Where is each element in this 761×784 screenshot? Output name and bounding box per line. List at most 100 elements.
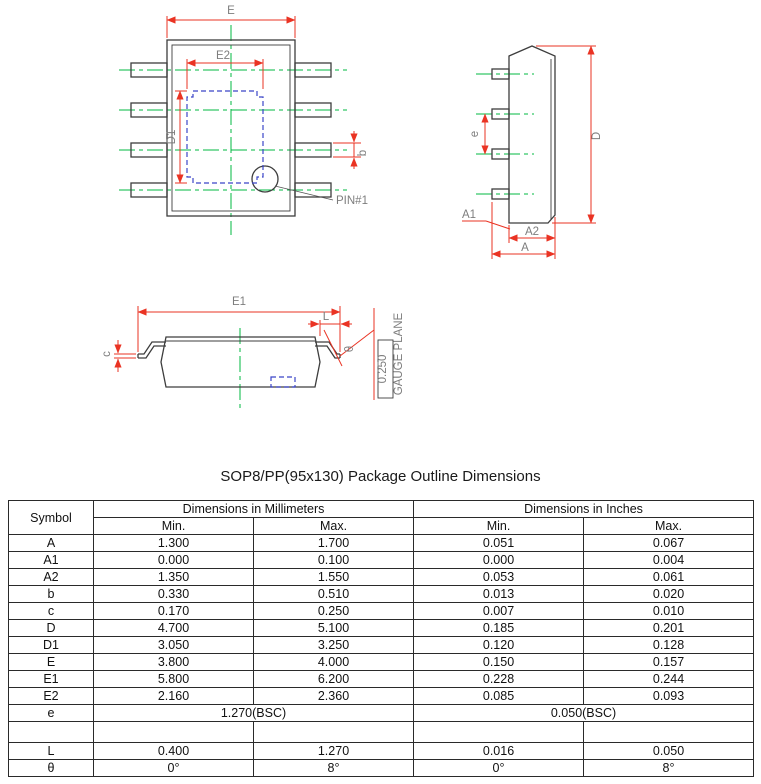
package-body [508,45,556,224]
cell-mm-bsc: 1.270(BSC) [92,704,415,722]
cell-mm-max: 6.200 [252,670,415,688]
dim-label-e-pitch: e [469,131,481,137]
cell-mm-min: 3.050 [93,636,254,654]
cell-in-max: 0.061 [583,568,755,586]
dimensions-table: Symbol Dimensions in Millimeters Dimensi… [8,500,755,777]
cell-mm-min: 0.170 [93,602,254,620]
header-mm-max: Max. [252,517,415,535]
cell-in-min: 0.016 [413,742,585,760]
package-leads [137,341,341,359]
cell-in-min: 0.085 [413,687,585,705]
cell-in-min: 0.185 [413,619,585,637]
cell-mm-min: 0.000 [93,551,254,569]
dim-label-theta: θ [344,346,356,352]
table-row: D1 3.050 3.250 0.120 0.128 [8,636,755,654]
table-row: D 4.700 5.100 0.185 0.201 [8,619,755,637]
dimension-lines [462,45,596,259]
cell-mm-max: 3.250 [252,636,415,654]
cell-symbol: A [8,534,94,552]
cell-mm-max: 5.100 [252,619,415,637]
dim-label-e1: E1 [232,296,246,308]
cell-symbol: A2 [8,568,94,586]
cell-mm-max: 1.270 [252,742,415,760]
dim-label-e-top: E [227,5,235,17]
package-body [160,336,321,388]
cell-in-max: 0.128 [583,636,755,654]
cell-mm-max: 1.550 [252,568,415,586]
cell-mm-min: 0° [93,759,254,777]
spacer-cell [413,721,585,743]
dim-label-e2: E2 [216,50,230,62]
header-in-max: Max. [583,517,755,535]
cell-in-max: 0.004 [583,551,755,569]
dim-label-d1: D1 [166,130,178,145]
cell-in-min: 0.051 [413,534,585,552]
cell-symbol: L [8,742,94,760]
cell-in-min: 0.013 [413,585,585,603]
cell-in-min: 0.007 [413,602,585,620]
exposed-pad-outline [270,376,296,388]
gauge-value-label: 0.250 [377,355,389,384]
spacer-cell [93,721,254,743]
cell-mm-max: 2.360 [252,687,415,705]
header-mm: Dimensions in Millimeters [92,500,415,518]
cell-mm-min: 5.800 [93,670,254,688]
cell-symbol: D [8,619,94,637]
cell-mm-max: 1.700 [252,534,415,552]
cell-in-max: 0.050 [583,742,755,760]
dimension-lines [166,16,361,184]
cell-in-min: 0.150 [413,653,585,671]
table-row: E 3.800 4.000 0.150 0.157 [8,653,755,671]
pin1-label: PIN#1 [336,195,368,207]
spacer-cell [583,721,755,743]
gauge-value-box [377,339,394,399]
cell-mm-min: 0.400 [93,742,254,760]
spacer-cell [252,721,415,743]
dim-label-d: D [591,132,603,140]
header-mm-min: Min. [93,517,254,535]
cell-in-max: 0.067 [583,534,755,552]
table-row: E2 2.160 2.360 0.085 0.093 [8,687,755,705]
cell-symbol: E [8,653,94,671]
pin1-leader-line [274,185,334,201]
exposed-pad-outline [186,90,264,184]
package-body [166,39,296,217]
dim-label-a: A [521,242,529,254]
pin1-marker [251,165,279,193]
table-row: E1 5.800 6.200 0.228 0.244 [8,670,755,688]
cell-in-max: 0.244 [583,670,755,688]
cell-mm-min: 1.350 [93,568,254,586]
cell-in-min: 0.228 [413,670,585,688]
table-header-row: Symbol Dimensions in Millimeters Dimensi… [8,500,755,535]
table-row: θ 0° 8° 0° 8° [8,759,755,777]
dimension-lines [114,306,375,400]
table-row: A1 0.000 0.100 0.000 0.004 [8,551,755,569]
cell-in-max: 0.201 [583,619,755,637]
header-in-min: Min. [413,517,585,535]
cell-symbol: E2 [8,687,94,705]
cell-in-max: 0.157 [583,653,755,671]
dim-label-c: c [101,351,113,357]
cell-mm-max: 0.250 [252,602,415,620]
cell-in-max: 8° [583,759,755,777]
cell-symbol: A1 [8,551,94,569]
cell-symbol: E1 [8,670,94,688]
cell-in-max: 0.020 [583,585,755,603]
header-inch: Dimensions in Inches [413,500,755,518]
dim-label-l: L [323,311,330,323]
package-leads [491,68,510,200]
cell-in-min: 0.120 [413,636,585,654]
spacer-cell [8,721,94,743]
table-row: A 1.300 1.700 0.051 0.067 [8,534,755,552]
front-view-drawing: E1 L c θ 0.250 GAUGE PLANE [101,296,405,412]
cell-in-bsc: 0.050(BSC) [413,704,755,722]
cell-mm-min: 2.160 [93,687,254,705]
cell-mm-max: 4.000 [252,653,415,671]
side-view-drawing: e D A1 A2 A [462,45,603,259]
cell-mm-min: 0.330 [93,585,254,603]
cell-symbol: b [8,585,94,603]
cell-symbol: D1 [8,636,94,654]
table-row: c 0.170 0.250 0.007 0.010 [8,602,755,620]
cell-symbol: e [8,704,94,722]
